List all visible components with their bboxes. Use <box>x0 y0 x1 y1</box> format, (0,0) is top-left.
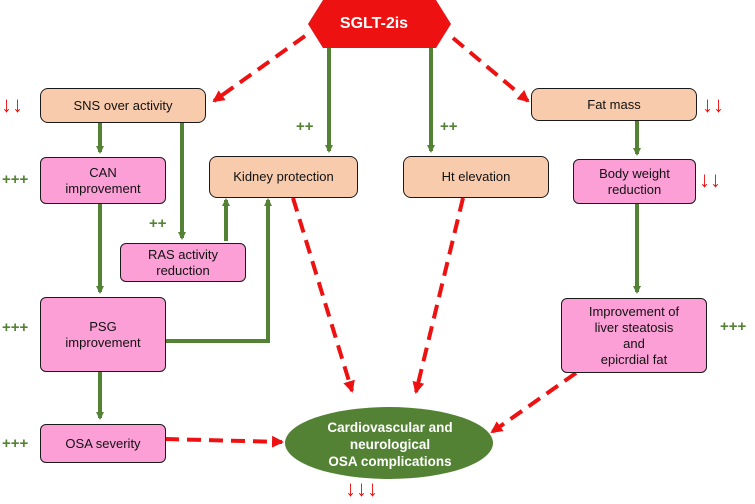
osa-plus-marks: +++ <box>2 435 29 452</box>
ras-plus-marks: ++ <box>149 215 167 232</box>
ht-plus-marks: ++ <box>440 118 458 135</box>
fat-box: Fat mass <box>531 88 697 121</box>
kidney-box: Kidney protection <box>209 156 358 198</box>
arrow-liver-oval <box>490 371 578 434</box>
osa-box: OSA severity <box>40 424 166 463</box>
ras-box: RAS activity reduction <box>120 243 246 282</box>
kidney-plus-marks: ++ <box>296 118 314 135</box>
sglt2-label: SGLT-2is <box>339 15 409 32</box>
can-box: CAN improvement <box>40 157 166 204</box>
can-plus-marks: +++ <box>2 171 29 188</box>
bottom-down-arrows: ↓↓↓ <box>345 476 378 501</box>
sns-box: SNS over activity <box>40 88 206 123</box>
liver-plus-marks: +++ <box>720 318 747 335</box>
complications-label: Cardiovascular and neurological OSA comp… <box>327 419 453 469</box>
psg-plus-marks: +++ <box>2 319 29 336</box>
arrow-ht-oval <box>412 197 465 394</box>
ht-box: Ht elevation <box>403 156 549 198</box>
arrow-kidney-oval <box>291 197 355 393</box>
arrow-sglt2-sns <box>212 34 307 103</box>
bodyweight-box: Body weight reduction <box>573 159 696 204</box>
liver-box: Improvement of liver steatosis and epicr… <box>561 298 707 373</box>
arrow-osa-oval <box>164 435 284 448</box>
complications-oval <box>285 407 493 479</box>
arrow-psg-kidney <box>165 198 272 343</box>
psg-box: PSG improvement <box>40 297 166 372</box>
sglt2-hexagon <box>308 0 451 48</box>
arrow-sglt2-fat <box>451 36 530 103</box>
fat-down-arrows: ↓↓ <box>702 92 724 117</box>
sns-down-arrows: ↓↓ <box>1 92 23 117</box>
bodyweight-down-arrows: ↓↓ <box>699 167 721 192</box>
